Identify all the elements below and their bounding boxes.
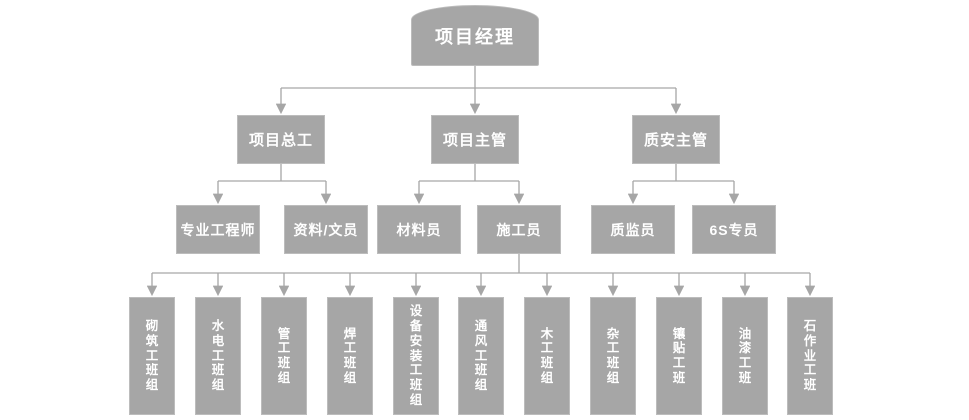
- node-team-welding: 焊工班组: [327, 297, 373, 415]
- node-quality-inspector: 质监员: [591, 205, 675, 254]
- node-team-masonry: 砌筑工班组: [129, 297, 175, 415]
- team-label: 木工班组: [540, 326, 554, 385]
- node-6s-specialist: 6S专员: [692, 205, 776, 254]
- node-team-equipment-install: 设备安装工班组: [393, 297, 439, 415]
- team-label: 杂工班组: [606, 326, 620, 385]
- node-construction-foreman: 施工员: [477, 205, 561, 254]
- team-label: 油漆工班: [738, 326, 752, 385]
- node-document-clerk: 资料/文员: [284, 205, 368, 254]
- team-label: 石作业工班: [803, 319, 817, 393]
- team-label: 设备安装工班组: [409, 304, 423, 407]
- node-team-stonework: 石作业工班: [787, 297, 833, 415]
- team-label: 镶贴工班: [672, 326, 686, 385]
- node-project-supervisor: 项目主管: [431, 115, 519, 164]
- node-quality-safety-supervisor: 质安主管: [632, 115, 720, 164]
- team-label: 焊工班组: [343, 326, 357, 385]
- node-team-plumbing-electric: 水电工班组: [195, 297, 241, 415]
- node-team-painting: 油漆工班: [722, 297, 768, 415]
- team-label: 管工班组: [277, 326, 291, 385]
- node-team-pipework: 管工班组: [261, 297, 307, 415]
- node-team-tiling: 镶贴工班: [656, 297, 702, 415]
- node-project-manager: 项目经理: [411, 5, 539, 66]
- node-professional-engineer: 专业工程师: [176, 205, 260, 254]
- node-project-chief-engineer: 项目总工: [237, 115, 325, 164]
- node-team-ventilation: 通风工班组: [458, 297, 504, 415]
- node-team-general-labor: 杂工班组: [590, 297, 636, 415]
- node-team-carpentry: 木工班组: [524, 297, 570, 415]
- team-label: 水电工班组: [211, 319, 225, 393]
- team-label: 通风工班组: [474, 319, 488, 393]
- node-material-clerk: 材料员: [377, 205, 461, 254]
- team-label: 砌筑工班组: [145, 319, 159, 393]
